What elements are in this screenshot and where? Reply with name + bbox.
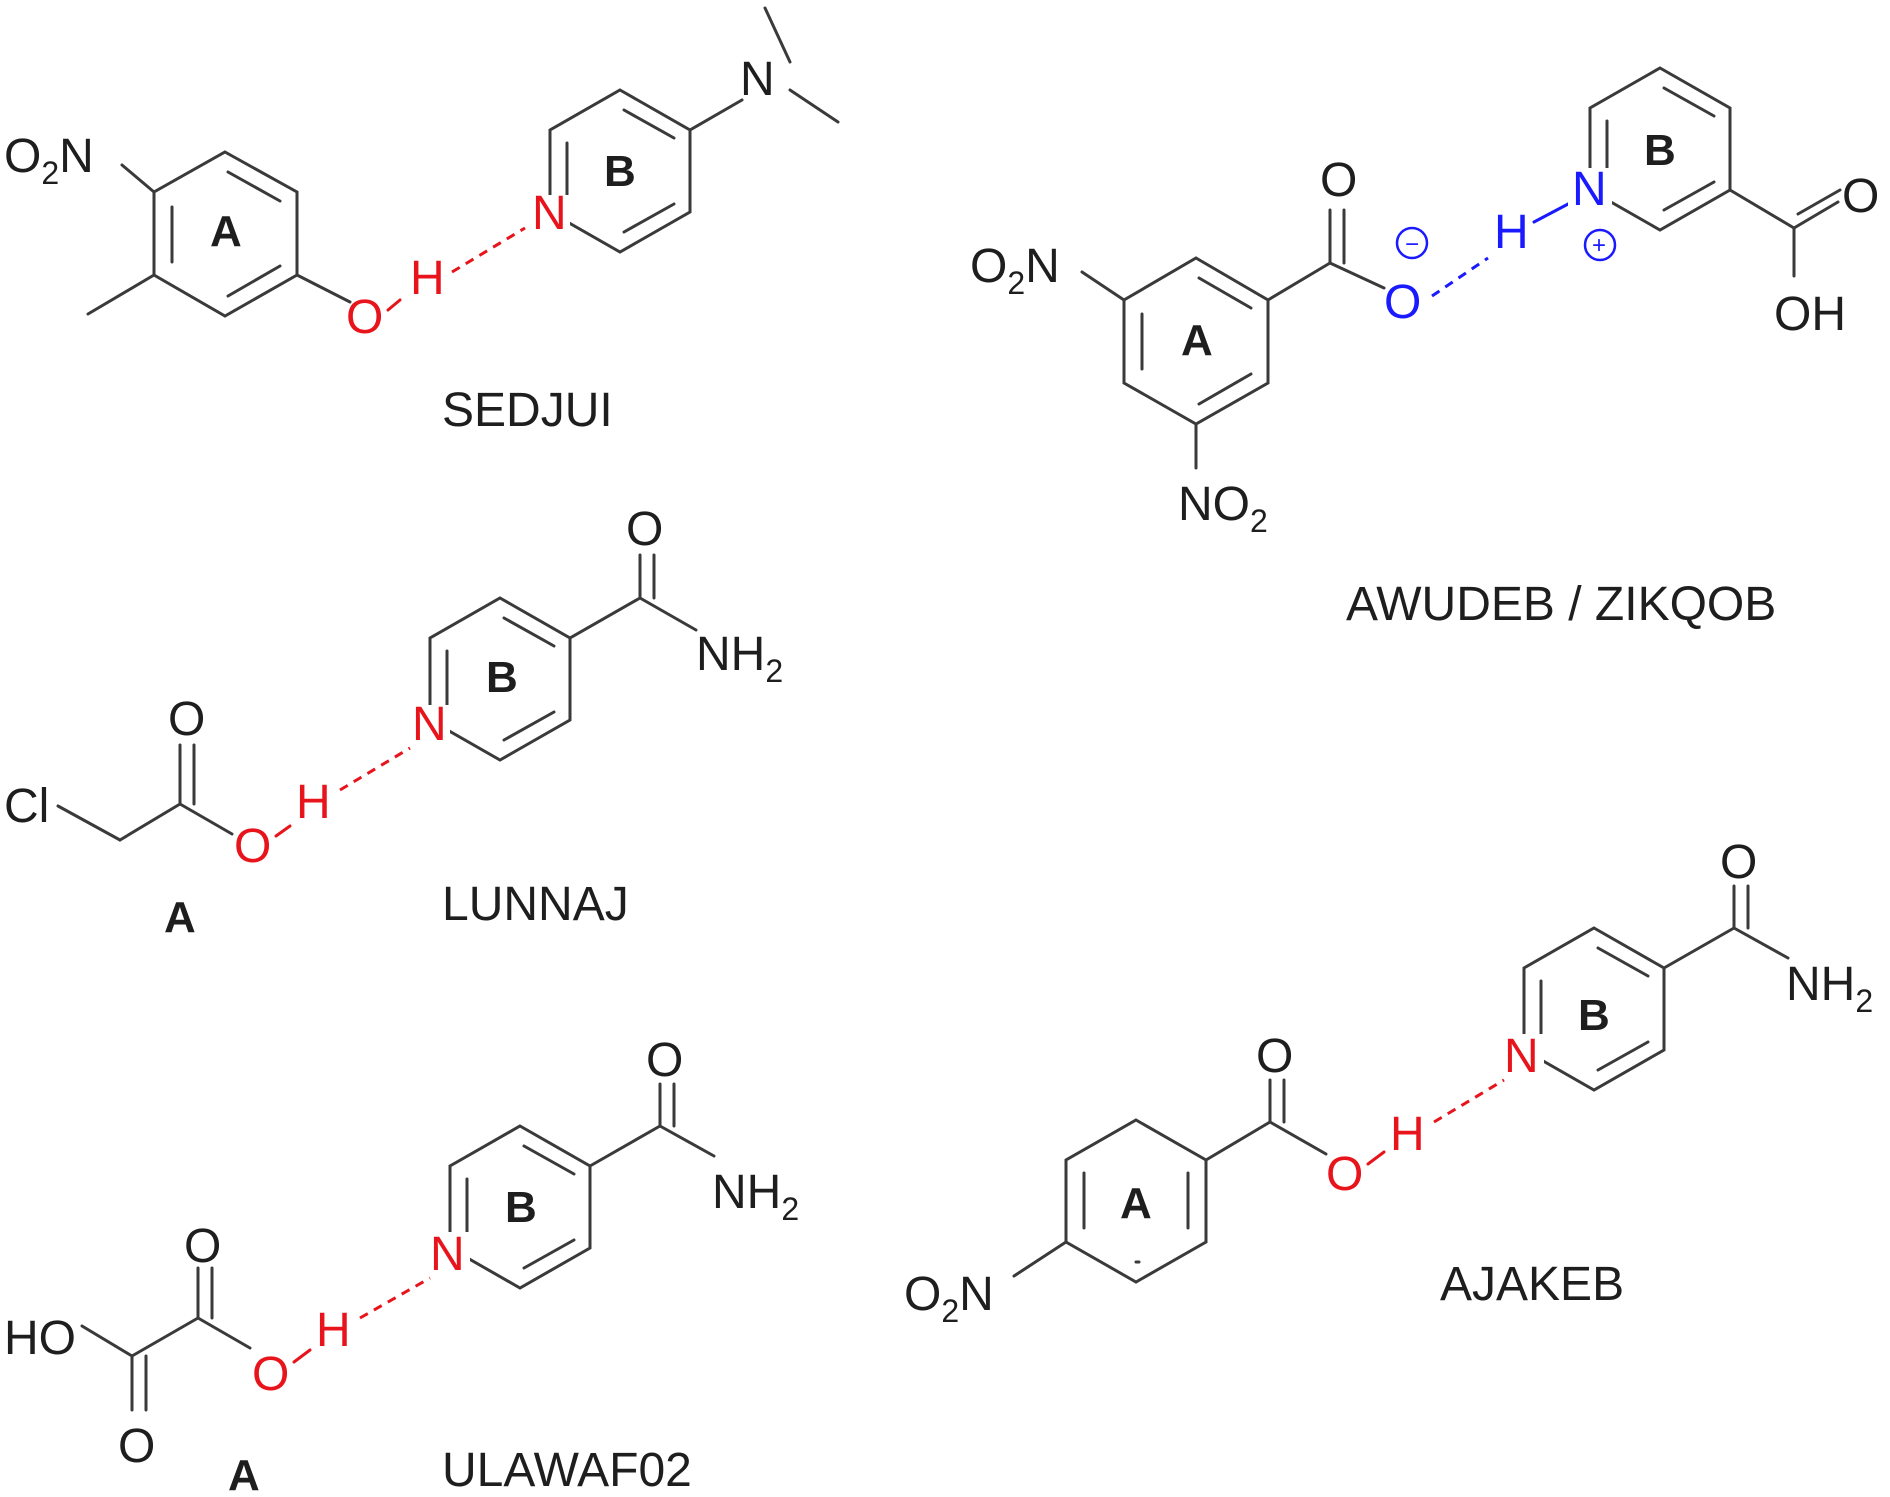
chlorine-atom: Cl — [4, 780, 49, 833]
amide-oxygen: O — [626, 503, 663, 556]
structure-ulawaf02: HO O O O H N B O NH2 A ULAWAF02 — [4, 1034, 799, 1497]
pyridine-nitrogen: N — [1504, 1030, 1539, 1083]
hydrogen-bond — [451, 226, 526, 274]
hydrogen-bond — [359, 1276, 431, 1320]
positive-charge-icon — [1583, 228, 1617, 262]
hydroxyl-oxygen: O — [1326, 1148, 1363, 1201]
donor-hydrogen: H — [410, 252, 445, 305]
structure-sedjui: O2N A O H N B N SEDJUI — [4, 6, 840, 437]
hydroxyl-oxygen: O — [346, 291, 383, 344]
hydroxyl-oxygen: O — [234, 820, 271, 873]
donor-hydrogen: H — [1494, 206, 1529, 259]
amine-nitrogen: N — [740, 53, 775, 106]
amide-nh2: NH2 — [696, 628, 783, 689]
pyridine-nitrogen: N — [430, 1228, 465, 1281]
amide-nh2: NH2 — [712, 1166, 799, 1227]
carbonyl-oxygen: O — [1320, 154, 1357, 207]
donor-hydrogen: H — [316, 1304, 351, 1357]
donor-hydrogen: H — [296, 776, 331, 829]
nitro-group-label: O2N — [4, 130, 94, 191]
acid-hydroxyl: OH — [1774, 288, 1846, 341]
amide-nh2: NH2 — [1786, 958, 1873, 1019]
amide-oxygen: O — [646, 1034, 683, 1087]
structure-lunnaj: Cl O O H N B O NH2 A LUNNAJ — [4, 503, 783, 942]
structure-ajakeb: O2N A O O H N B O NH2 AJAKEB — [904, 836, 1873, 1329]
nitro-group-1-label: O2N — [970, 240, 1060, 301]
pyridine-nitrogen: N — [532, 187, 567, 240]
svg-text:−: − — [1405, 231, 1419, 258]
amide-oxygen: O — [1720, 836, 1757, 889]
hydrogen-bond — [339, 746, 411, 792]
ring-a-label: A — [1181, 316, 1213, 365]
carbonyl-oxygen: O — [1256, 1030, 1293, 1083]
acid-carbonyl-oxygen: O — [1842, 170, 1879, 223]
nitro-group-2-label: NO2 — [1178, 478, 1268, 539]
hydroxyl-group: HO — [4, 1312, 76, 1365]
nitro-group-label: O2N — [904, 1268, 994, 1329]
upper-carbonyl-oxygen: O — [184, 1220, 221, 1273]
lower-carbonyl-oxygen: O — [118, 1420, 155, 1473]
donor-hydrogen: H — [1390, 1108, 1425, 1161]
ring-a-label: A — [228, 1451, 260, 1497]
negative-charge-icon — [1395, 226, 1429, 260]
ring-a-label: A — [1120, 1179, 1152, 1228]
pyridinium-nitrogen: N — [1572, 163, 1607, 216]
ring-b-label: B — [1644, 126, 1676, 175]
carboxylate-oxygen: O — [1384, 276, 1421, 329]
ring-b-label: B — [1578, 991, 1610, 1040]
ring-b-label: B — [604, 147, 636, 196]
ring-b-label: B — [505, 1183, 537, 1232]
svg-text:+: + — [1592, 232, 1606, 259]
ring-b-bonds — [1588, 66, 1732, 232]
ionic-hydrogen-bond — [1431, 256, 1489, 298]
ring-b-label: B — [486, 653, 518, 702]
donor-oxygen: O — [252, 1348, 289, 1401]
code-sedjui: SEDJUI — [442, 384, 613, 437]
code-lunnaj: LUNNAJ — [442, 878, 629, 931]
pyridine-nitrogen: N — [412, 698, 447, 751]
carbonyl-oxygen: O — [168, 693, 205, 746]
structure-awudeb-zikqob: O2N NO2 A O O − H N + B O OH AWUDEB / ZI… — [970, 66, 1879, 631]
code-awudeb-zikqob: AWUDEB / ZIKQOB — [1346, 578, 1776, 631]
hydrogen-bond — [1433, 1078, 1505, 1124]
code-ajakeb: AJAKEB — [1440, 1258, 1624, 1311]
code-ulawaf02: ULAWAF02 — [442, 1444, 692, 1497]
ring-a-label: A — [210, 207, 242, 256]
ring-a-label: A — [164, 893, 196, 942]
